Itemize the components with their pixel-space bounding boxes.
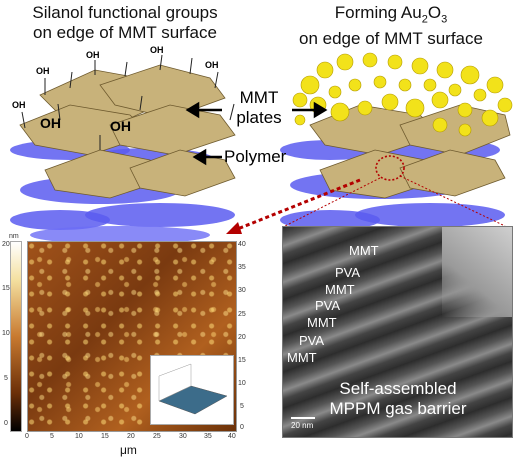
tem-layer-label: MMT	[325, 282, 355, 297]
right-caption-sub1: 2	[421, 13, 428, 26]
afm-3d-surface	[158, 363, 228, 415]
gold-nanoparticles	[292, 52, 513, 137]
tem-image: MMT PVA MMT PVA MMT PVA MMT Self-assembl…	[282, 226, 513, 438]
x-tick: 40	[228, 433, 236, 440]
silanol-sticks	[21, 54, 235, 150]
left-caption-line2: on edge of MMT surface	[33, 23, 217, 42]
tem-layer-label: MMT	[307, 315, 337, 330]
right-caption-line1-text: Forming Au	[334, 3, 422, 22]
y-tick: 35	[238, 264, 246, 271]
colorbar-tick: 15	[2, 285, 10, 292]
x-tick: 0	[25, 433, 29, 440]
polymer-label: Polymer	[224, 147, 287, 166]
y-tick: 15	[238, 357, 246, 364]
tem-layer-label: MMT	[349, 243, 379, 258]
y-tick: 20	[238, 334, 246, 341]
tem-layer-label: PVA	[315, 298, 341, 313]
tem-zoom-line-right	[399, 175, 506, 227]
label-arrows	[185, 101, 328, 166]
x-tick: 10	[75, 433, 83, 440]
afm-colorbar	[10, 241, 22, 432]
mmt-plates-label-line1: MMT	[239, 88, 279, 107]
colorbar-tick: 20	[2, 241, 10, 248]
y-tick: 10	[238, 380, 246, 387]
colorbar-tick: 5	[4, 375, 8, 382]
left-caption: Silanol functional groups on edge of MMT…	[0, 3, 250, 43]
oh-label: OH	[86, 50, 100, 60]
colorbar-tick: 0	[4, 420, 8, 427]
right-caption-line1-mid: O	[427, 3, 442, 22]
x-tick: 5	[50, 433, 54, 440]
oh-label: OH	[40, 115, 61, 131]
left-mmt-plates	[19, 64, 236, 199]
oh-label: OH	[36, 66, 50, 76]
x-tick: 15	[101, 433, 109, 440]
y-tick: 30	[238, 287, 246, 294]
oh-label: OH	[150, 45, 164, 55]
left-caption-line1: Silanol functional groups	[32, 3, 218, 22]
x-tick: 35	[204, 433, 212, 440]
red-dotted-arrow	[234, 178, 361, 232]
mmt-plates-label: MMT plates	[226, 88, 292, 128]
right-caption-line1: Forming Au2O3	[262, 3, 520, 29]
y-tick: 40	[238, 241, 246, 248]
x-tick: 20	[127, 433, 135, 440]
afm-3d-inset	[150, 355, 234, 425]
right-mmt-plates	[309, 104, 511, 199]
tem-layer-label: PVA	[299, 333, 325, 348]
tem-layer-label: MMT	[287, 350, 317, 365]
x-tick: 30	[179, 433, 187, 440]
tem-caption-line1: Self-assembled	[339, 379, 457, 398]
mmt-plates-label-line2: plates	[236, 108, 282, 127]
y-tick: 25	[238, 311, 246, 318]
right-caption: Forming Au2O3 on edge of MMT surface	[262, 3, 520, 49]
tem-caption: Self-assembled MPPM gas barrier	[323, 379, 473, 419]
tem-caption-line2: MPPM gas barrier	[329, 399, 467, 418]
tem-zoom-line-left	[284, 177, 381, 227]
tem-scale-bar	[291, 417, 315, 419]
colorbar-unit: nm	[9, 233, 19, 240]
oh-label: OH	[12, 100, 26, 110]
oh-label: OH	[205, 60, 219, 70]
right-caption-line2: on edge of MMT surface	[299, 29, 483, 49]
highlight-circle	[375, 155, 405, 181]
y-tick: 0	[240, 424, 244, 431]
y-tick: 5	[240, 403, 244, 410]
oh-label: OH	[110, 118, 131, 134]
colorbar-tick: 10	[2, 330, 10, 337]
right-caption-sub2: 3	[441, 13, 448, 26]
x-tick: 25	[153, 433, 161, 440]
red-arrow-head	[226, 222, 242, 234]
afm-x-label: μm	[120, 443, 137, 457]
tem-layer-label: PVA	[335, 265, 361, 280]
tem-scale-label: 20 nm	[291, 421, 314, 430]
